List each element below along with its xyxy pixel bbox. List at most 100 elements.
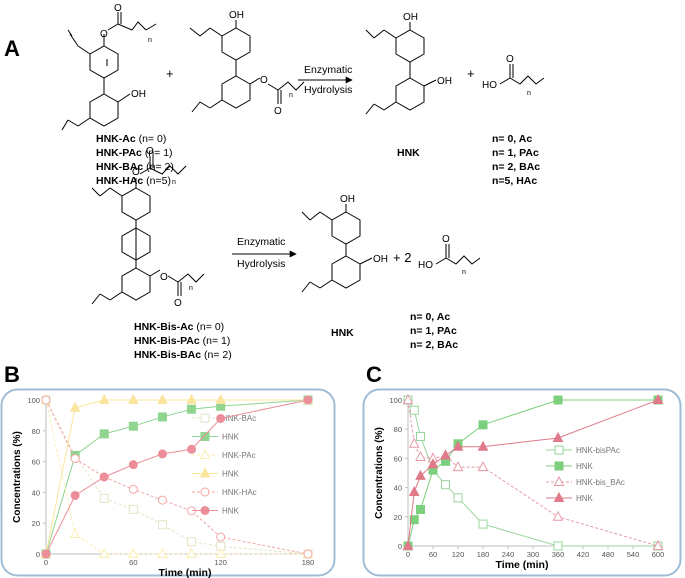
series-5 (41, 395, 313, 559)
legend-label: HNK (576, 494, 594, 503)
data-point (187, 404, 197, 414)
plus-sign: + (166, 66, 174, 81)
plus-coefficient: + 2 (393, 250, 412, 265)
data-point (477, 440, 489, 451)
data-point (552, 431, 564, 442)
data-point (41, 395, 51, 405)
y-tick-label: 60 (394, 454, 402, 463)
legend-label: HNK-bisPAc (576, 446, 620, 455)
molecule-hnk-ester-1 (61, 12, 157, 131)
data-point (70, 454, 80, 464)
data-point (128, 504, 138, 514)
acid-label-list: n= 0, Ac n= 1, PAc n= 2, BAc n=5, HAc (492, 132, 540, 188)
chart-frame (0, 388, 336, 577)
legend-label: HNK (576, 462, 594, 471)
atom-n: n (189, 285, 193, 292)
legend-entry: HNK-BAc (192, 413, 256, 423)
legend-label: HNK-HAc (222, 488, 257, 497)
atom-oh: OH (373, 254, 388, 265)
y-axis-label: Concentrations (%) (374, 427, 385, 519)
atom-n: n (172, 179, 176, 186)
atom-n: n (527, 90, 531, 97)
y-tick-label: 60 (32, 458, 40, 467)
legend-entry: HNK (192, 467, 240, 479)
acid-label: n=5, HAc (492, 175, 538, 187)
x-tick-label: 540 (627, 550, 640, 559)
data-point (553, 395, 563, 405)
atom-o: O (274, 106, 282, 117)
y-tick-label: 20 (32, 519, 40, 528)
data-point (452, 461, 464, 472)
series-line (407, 399, 659, 547)
series-4 (41, 395, 313, 559)
atom-ho: HO (418, 260, 433, 271)
series-line (45, 399, 308, 555)
x-tick-label: 420 (577, 550, 590, 559)
molecule-hnk-product-1 (365, 22, 437, 115)
reactant-label: HNK-HAc (n=5) (96, 175, 171, 187)
legend-label: HNK-BAc (222, 414, 256, 423)
data-point (478, 420, 488, 430)
data-point (215, 547, 226, 558)
atom-o: O (160, 272, 168, 283)
data-point (303, 395, 313, 405)
x-tick-label: 180 (477, 550, 490, 559)
legend-marker (554, 445, 564, 455)
legend-label: HNK-bis_BAc (576, 478, 625, 487)
reactant-label-list: HNK-Ac (n= 0) HNK-PAc (n= 1) HNK-BAc (n=… (96, 132, 174, 188)
data-point (452, 440, 464, 451)
arrow-label-bottom: Hydrolysis (237, 258, 286, 270)
data-point (416, 432, 425, 441)
data-point (128, 393, 139, 404)
acid-label: n= 0, Ac (410, 311, 451, 323)
data-point (553, 541, 563, 551)
data-point (157, 547, 168, 558)
acid-label: n= 1, PAc (492, 147, 539, 159)
data-point (427, 458, 439, 469)
x-tick-label: 120 (214, 558, 227, 567)
legend-label: HNK (222, 507, 240, 516)
arrow-label-top: Enzymatic (237, 236, 286, 248)
x-tick-label: 480 (602, 550, 615, 559)
atom-n: n (289, 92, 293, 99)
data-point (409, 405, 419, 415)
y-tick-label: 80 (32, 427, 40, 436)
x-tick-label: 60 (429, 550, 437, 559)
data-point (186, 547, 197, 558)
panel-label-c: C (366, 362, 382, 387)
reactant-label: HNK-BAc (n= 2) (96, 161, 174, 173)
data-point (187, 444, 197, 454)
atom-o: O (174, 298, 182, 309)
reactant-label: HNK-Bis-BAc (n= 2) (134, 349, 232, 361)
data-point (157, 393, 168, 404)
data-point (477, 461, 489, 472)
acid-label: n= 2, BAc (410, 339, 459, 351)
data-point (416, 505, 425, 514)
atom-oh: OH (340, 194, 355, 205)
atom-o: O (132, 167, 140, 178)
data-point (652, 539, 664, 550)
data-point (187, 537, 197, 547)
atom-o: O (114, 3, 122, 14)
atom-oh: OH (403, 12, 418, 23)
x-tick-label: 60 (129, 558, 137, 567)
legend-marker (199, 467, 211, 478)
atom-o: O (100, 29, 108, 40)
data-point (402, 539, 414, 550)
reactant-label: HNK-Bis-PAc (n= 1) (134, 335, 231, 347)
series-line (45, 399, 309, 555)
data-point (99, 472, 109, 482)
atom-o: O (146, 146, 154, 157)
molecule-acid-2 (435, 244, 481, 265)
acid-label: n= 0, Ac (492, 133, 533, 145)
legend-entry: HNK-PAc (192, 448, 256, 460)
data-point (69, 527, 81, 538)
data-point (98, 393, 110, 404)
legend-entry: HNK (192, 432, 240, 442)
atom-oh: OH (229, 10, 244, 21)
panel-label-b: B (4, 362, 20, 387)
legend-marker (199, 448, 211, 459)
y-tick-label: 20 (394, 513, 402, 522)
acid-label: n= 1, PAc (410, 325, 457, 337)
